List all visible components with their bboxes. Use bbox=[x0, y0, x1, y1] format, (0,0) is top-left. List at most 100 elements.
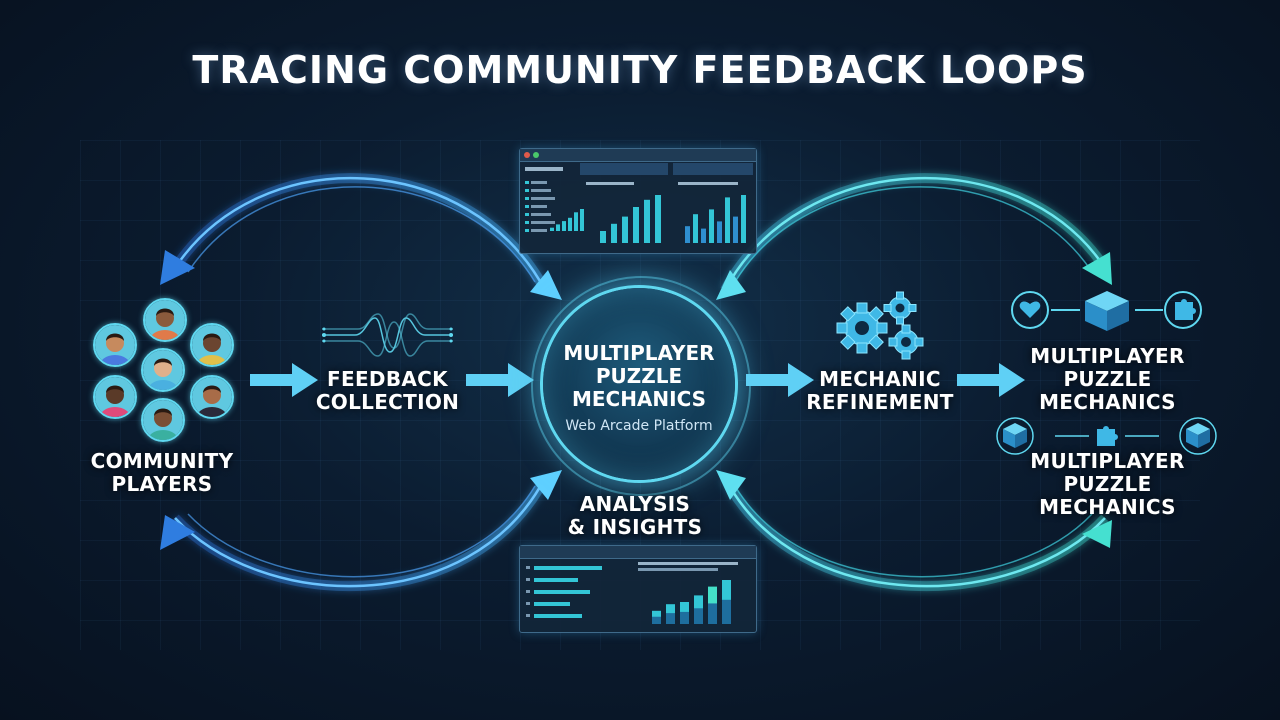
list-bullet bbox=[526, 602, 530, 605]
chart-bar bbox=[633, 207, 639, 243]
list-bullet bbox=[526, 590, 530, 593]
hub-subtitle: Web Arcade Platform bbox=[565, 418, 713, 434]
chart-bar bbox=[580, 209, 584, 231]
avatar-hair bbox=[203, 333, 221, 341]
hub-circle bbox=[543, 288, 735, 480]
arrowhead-right-upper bbox=[1082, 252, 1112, 285]
avatar-hair bbox=[154, 358, 172, 366]
chart-bar bbox=[568, 217, 572, 231]
panel-heading-line bbox=[525, 167, 563, 171]
puzzle-piece-icon bbox=[1175, 299, 1196, 320]
arrow-to-hub bbox=[466, 363, 534, 397]
list-line bbox=[531, 221, 555, 224]
chart-bar-lower bbox=[694, 608, 703, 624]
avatar-head bbox=[154, 409, 172, 427]
cube-icon bbox=[1186, 423, 1210, 448]
heart-puzzle-icon bbox=[1019, 301, 1041, 318]
window-titlebar bbox=[520, 546, 756, 559]
chart-bar bbox=[741, 195, 746, 243]
list-bullet bbox=[525, 189, 529, 192]
avatar-body bbox=[99, 407, 131, 417]
puzzle-piece-icon bbox=[1097, 426, 1118, 446]
list-bullet bbox=[526, 566, 530, 569]
dashboard-top-charts bbox=[525, 163, 753, 243]
hbar bbox=[534, 566, 602, 570]
chart-bar-lower bbox=[722, 599, 731, 624]
window-dot-red bbox=[524, 152, 530, 158]
hbar bbox=[534, 614, 582, 618]
chart-bar bbox=[709, 209, 714, 243]
list-bullet bbox=[525, 213, 529, 216]
hbar bbox=[534, 590, 590, 594]
avatar-body bbox=[196, 355, 228, 365]
chart-bar bbox=[693, 214, 698, 243]
player-avatar bbox=[141, 348, 185, 392]
player-avatar bbox=[93, 375, 137, 419]
dashboard-top-panel bbox=[519, 148, 757, 254]
chart-bar bbox=[685, 226, 690, 243]
list-line bbox=[531, 205, 547, 208]
chart-bar bbox=[717, 221, 722, 243]
cube-icon bbox=[1003, 423, 1027, 448]
list-bullet bbox=[525, 197, 529, 200]
hbar bbox=[534, 578, 578, 582]
list-line bbox=[531, 181, 547, 184]
window-titlebar bbox=[520, 149, 756, 162]
output-top-icons bbox=[1011, 291, 1202, 331]
chart-title-line bbox=[678, 182, 738, 185]
avatar-hair bbox=[156, 308, 174, 316]
list-bullet bbox=[526, 578, 530, 581]
chart-bar bbox=[655, 195, 661, 243]
player-avatar bbox=[190, 375, 234, 419]
list-bullet bbox=[525, 221, 529, 224]
chart-header bbox=[580, 163, 668, 175]
arrowhead-hub-lower-right bbox=[716, 470, 746, 500]
arrow-to-output bbox=[957, 363, 1025, 397]
avatar-head bbox=[106, 386, 124, 404]
chart-bar bbox=[725, 197, 730, 243]
chart-bar-lower bbox=[652, 616, 661, 624]
loop-left-upper bbox=[170, 173, 550, 293]
list-bullet bbox=[525, 229, 529, 232]
chart-bar bbox=[611, 223, 617, 243]
output-bottom-icons bbox=[996, 417, 1217, 455]
chart-bar bbox=[600, 231, 606, 243]
avatar-head bbox=[203, 334, 221, 352]
window-dot-green bbox=[533, 152, 539, 158]
chart-bar bbox=[733, 216, 738, 243]
arrowhead-left-lower bbox=[160, 515, 195, 550]
player-avatar bbox=[141, 398, 185, 442]
chart-bar-lower bbox=[708, 603, 717, 624]
list-bullet bbox=[526, 614, 530, 617]
avatar-body bbox=[196, 407, 228, 417]
avatar-body bbox=[149, 330, 181, 340]
arrowhead-hub-upper-left bbox=[530, 270, 562, 300]
page-title: TRACING COMMUNITY FEEDBACK LOOPS bbox=[192, 48, 1088, 92]
avatar-hair bbox=[154, 408, 172, 416]
loop-right-upper bbox=[720, 173, 1110, 293]
chart-subtitle-line bbox=[638, 568, 718, 571]
chart-bar-lower bbox=[680, 611, 689, 624]
chart-bar bbox=[556, 224, 560, 231]
dashboard-bottom-panel bbox=[519, 545, 757, 633]
chart-bar bbox=[574, 212, 578, 231]
arrowhead-hub-lower-left bbox=[530, 470, 562, 500]
cube-icon bbox=[1085, 291, 1129, 331]
list-line bbox=[531, 213, 551, 216]
chart-bar bbox=[701, 228, 706, 243]
arrow-to-mechanic bbox=[746, 363, 814, 397]
avatar-body bbox=[147, 430, 179, 440]
signal-wave-icon bbox=[322, 313, 453, 357]
gears-icon bbox=[836, 291, 924, 360]
list-line bbox=[531, 229, 547, 232]
player-avatar bbox=[93, 323, 137, 367]
list-line bbox=[531, 189, 551, 192]
arrow-to-feedback bbox=[250, 363, 318, 397]
list-bullet bbox=[525, 181, 529, 184]
chart-bar bbox=[550, 227, 554, 231]
